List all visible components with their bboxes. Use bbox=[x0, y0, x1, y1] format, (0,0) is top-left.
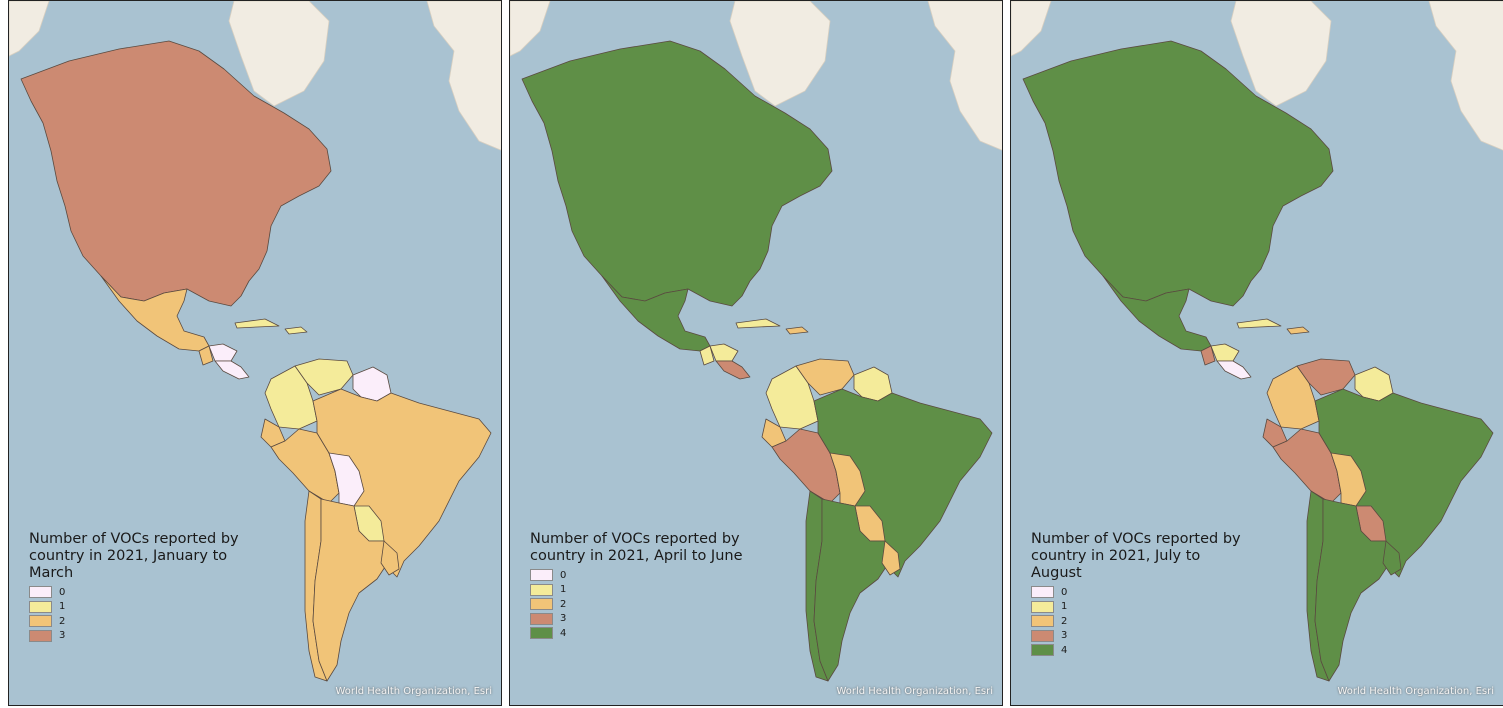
country-mexico bbox=[100, 275, 210, 352]
legend-item: 1 bbox=[1031, 600, 1246, 615]
country-cuba bbox=[735, 318, 781, 329]
legend-label: 0 bbox=[1061, 586, 1068, 598]
country-cuba bbox=[234, 318, 280, 329]
legend-label: 4 bbox=[560, 627, 567, 639]
legend-swatch bbox=[1031, 586, 1054, 599]
map-canvas bbox=[1011, 1, 1503, 682]
map-canvas bbox=[510, 1, 1002, 682]
legend-swatch bbox=[1031, 644, 1054, 657]
legend-swatch bbox=[530, 569, 553, 582]
country-uruguay bbox=[1382, 540, 1402, 576]
map-legend: Number of VOCs reported by country in 20… bbox=[530, 531, 745, 641]
legend-item: 1 bbox=[29, 600, 244, 615]
legend-swatch bbox=[530, 598, 553, 611]
country-honduras bbox=[208, 343, 238, 362]
country-uruguay bbox=[380, 540, 400, 576]
legend-swatch bbox=[29, 629, 52, 642]
background-land-2 bbox=[510, 1, 551, 57]
map-panel-jan-mar: Number of VOCs reported by country in 20… bbox=[8, 0, 502, 706]
country-venezuela bbox=[795, 358, 855, 396]
country-dominican bbox=[785, 326, 809, 335]
map-attribution: World Health Organization, Esri bbox=[836, 686, 993, 697]
country-guatemala bbox=[198, 345, 214, 366]
legend-swatch bbox=[1031, 615, 1054, 628]
legend-item: 3 bbox=[29, 629, 244, 644]
legend-label: 1 bbox=[59, 601, 66, 613]
country-costa-panama bbox=[715, 360, 751, 380]
country-argentina bbox=[1314, 498, 1392, 682]
map-panel-jul-aug: Number of VOCs reported by country in 20… bbox=[1010, 0, 1503, 706]
legend-label: 3 bbox=[1061, 630, 1068, 642]
country-north-america bbox=[1022, 40, 1334, 307]
legend-swatch bbox=[29, 600, 52, 613]
legend-item: 1 bbox=[530, 583, 745, 598]
country-dominican bbox=[284, 326, 308, 335]
legend-item: 0 bbox=[530, 568, 745, 583]
legend-title: Number of VOCs reported by country in 20… bbox=[530, 531, 743, 564]
map-legend: Number of VOCs reported by country in 20… bbox=[29, 531, 244, 643]
country-costa-panama bbox=[1216, 360, 1252, 380]
map-canvas bbox=[9, 1, 501, 682]
legend-swatch bbox=[1031, 600, 1054, 613]
country-uruguay bbox=[881, 540, 901, 576]
country-guatemala bbox=[699, 345, 715, 366]
legend-item: 0 bbox=[1031, 585, 1246, 600]
legend-label: 3 bbox=[560, 613, 567, 625]
country-argentina bbox=[312, 498, 390, 682]
country-mexico bbox=[601, 275, 711, 352]
legend-label: 4 bbox=[1061, 644, 1068, 656]
background-land-2 bbox=[1011, 1, 1052, 57]
map-attribution: World Health Organization, Esri bbox=[335, 686, 492, 697]
legend-item: 4 bbox=[1031, 643, 1246, 658]
country-venezuela bbox=[1296, 358, 1356, 396]
legend-item: 0 bbox=[29, 585, 244, 600]
legend-label: 2 bbox=[560, 598, 567, 610]
legend-swatch bbox=[29, 615, 52, 628]
legend-swatch bbox=[29, 586, 52, 599]
legend-item: 3 bbox=[530, 612, 745, 627]
country-argentina bbox=[813, 498, 891, 682]
background-land-2 bbox=[9, 1, 50, 57]
country-guatemala bbox=[1200, 345, 1216, 366]
background-land-1 bbox=[1428, 1, 1503, 151]
legend-label: 1 bbox=[1061, 601, 1068, 613]
legend-item: 2 bbox=[1031, 614, 1246, 629]
country-cuba bbox=[1236, 318, 1282, 329]
country-mexico bbox=[1102, 275, 1212, 352]
background-land-0 bbox=[729, 1, 831, 107]
country-costa-panama bbox=[214, 360, 250, 380]
map-attribution: World Health Organization, Esri bbox=[1337, 686, 1494, 697]
legend-label: 1 bbox=[560, 584, 567, 596]
country-honduras bbox=[709, 343, 739, 362]
country-honduras bbox=[1210, 343, 1240, 362]
country-dominican bbox=[1286, 326, 1310, 335]
legend-item: 2 bbox=[29, 614, 244, 629]
map-panel-apr-jun: Number of VOCs reported by country in 20… bbox=[509, 0, 1003, 706]
legend-swatch bbox=[530, 612, 553, 625]
map-legend: Number of VOCs reported by country in 20… bbox=[1031, 531, 1246, 658]
country-venezuela bbox=[294, 358, 354, 396]
legend-label: 3 bbox=[59, 630, 66, 642]
legend-item: 4 bbox=[530, 626, 745, 641]
country-north-america bbox=[20, 40, 332, 307]
background-land-0 bbox=[1230, 1, 1332, 107]
legend-title: Number of VOCs reported by country in 20… bbox=[1031, 531, 1241, 581]
legend-label: 0 bbox=[560, 569, 567, 581]
legend-swatch bbox=[530, 583, 553, 596]
legend-swatch bbox=[1031, 629, 1054, 642]
background-land-1 bbox=[927, 1, 1002, 151]
legend-item: 2 bbox=[530, 597, 745, 612]
legend-swatch bbox=[530, 627, 553, 640]
legend-item: 3 bbox=[1031, 629, 1246, 644]
legend-title: Number of VOCs reported by country in 20… bbox=[29, 531, 239, 581]
legend-label: 0 bbox=[59, 586, 66, 598]
background-land-1 bbox=[426, 1, 501, 151]
country-north-america bbox=[521, 40, 833, 307]
legend-label: 2 bbox=[59, 615, 66, 627]
legend-label: 2 bbox=[1061, 615, 1068, 627]
background-land-0 bbox=[228, 1, 330, 107]
